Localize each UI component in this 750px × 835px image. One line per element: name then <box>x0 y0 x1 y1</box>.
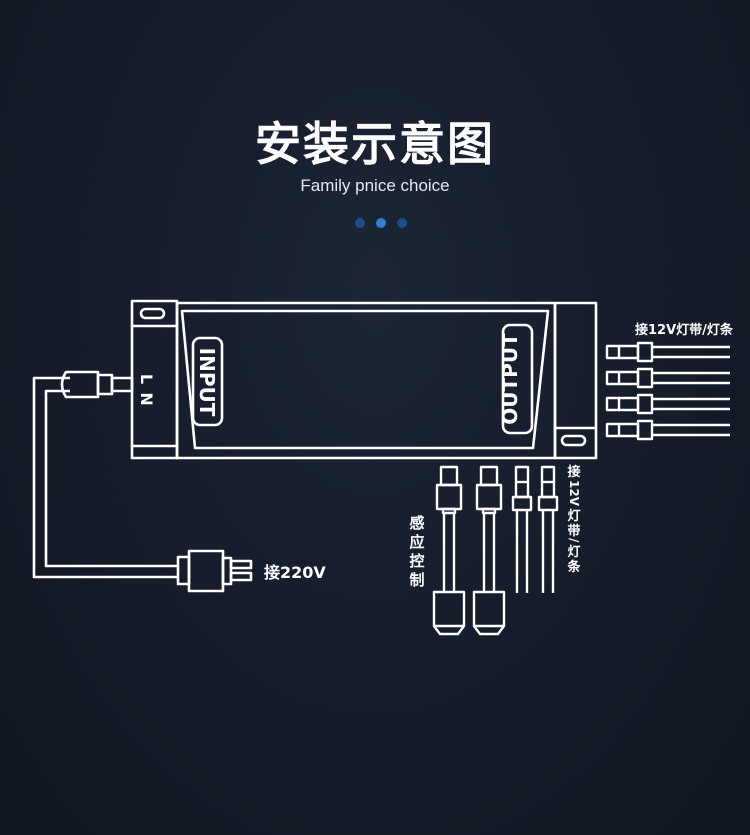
sensor-char-2: 应 <box>409 533 424 551</box>
cord-wire-inner <box>44 389 178 568</box>
sensor-char-1: 感 <box>409 514 424 532</box>
left-mount-hole <box>139 307 166 320</box>
output-label-box <box>501 323 534 435</box>
dot-2 <box>376 218 386 228</box>
device-labels: INPUT OUTPUT L N <box>137 333 522 425</box>
sensor-label: 感 应 控 制 <box>409 514 424 589</box>
terminal-n-label: N <box>137 392 156 405</box>
terminal-l-label: L <box>137 374 156 384</box>
dot-3 <box>397 218 407 228</box>
bottom-strip-connectors <box>511 465 559 593</box>
strip-bottom-char-3: 灯 <box>567 508 580 524</box>
strain-relief <box>60 370 100 399</box>
right-connector-3 <box>605 393 730 415</box>
strip-bottom-char-4: 带 <box>567 523 580 539</box>
strip-bottom-char-1: 接 <box>567 464 580 480</box>
sensor-head-2-icon <box>472 590 506 636</box>
output-label: OUTPUT <box>498 333 522 425</box>
sensor-char-4: 制 <box>409 571 424 589</box>
strip-bottom-char-6: 灯 <box>567 544 580 560</box>
sensor-head-1-icon <box>432 590 466 636</box>
bottom-strip-connector-2 <box>537 465 559 593</box>
input-label-box <box>191 336 224 427</box>
page-title: 安装示意图 <box>255 117 495 171</box>
input-label: INPUT <box>195 348 219 417</box>
right-connector-2 <box>605 367 730 389</box>
right-mount-hole <box>560 434 587 447</box>
sensor-connectors <box>432 465 506 636</box>
pagination-dots <box>355 218 407 228</box>
device-inner-frame <box>180 309 550 450</box>
power-plug-icon <box>176 549 253 593</box>
strip-bottom-char-5: / <box>567 538 581 543</box>
right-connector-4 <box>605 419 730 441</box>
power-cord <box>32 370 178 579</box>
strip-bottom-char-2: 12V <box>567 480 581 507</box>
strip-label-right: 接12V灯带/灯条 <box>635 322 734 338</box>
page-subtitle: Family pnice choice <box>300 176 450 195</box>
cord-wire-outer <box>32 376 178 579</box>
strip-label-bottom: 接 12V 灯 带 / 灯 条 <box>567 464 581 575</box>
dot-1 <box>355 218 365 228</box>
controller-device <box>130 299 598 460</box>
right-end-cap <box>553 301 598 460</box>
sensor-connector-1 <box>432 465 466 636</box>
left-end-cap <box>130 299 179 460</box>
sensor-connector-2 <box>472 465 506 636</box>
power-label: 接220V <box>264 563 326 582</box>
right-connector-1 <box>605 341 730 363</box>
strip-bottom-char-7: 条 <box>567 559 581 575</box>
sensor-char-3: 控 <box>409 552 424 570</box>
bottom-strip-connector-1 <box>511 465 533 593</box>
right-connectors <box>605 341 730 441</box>
